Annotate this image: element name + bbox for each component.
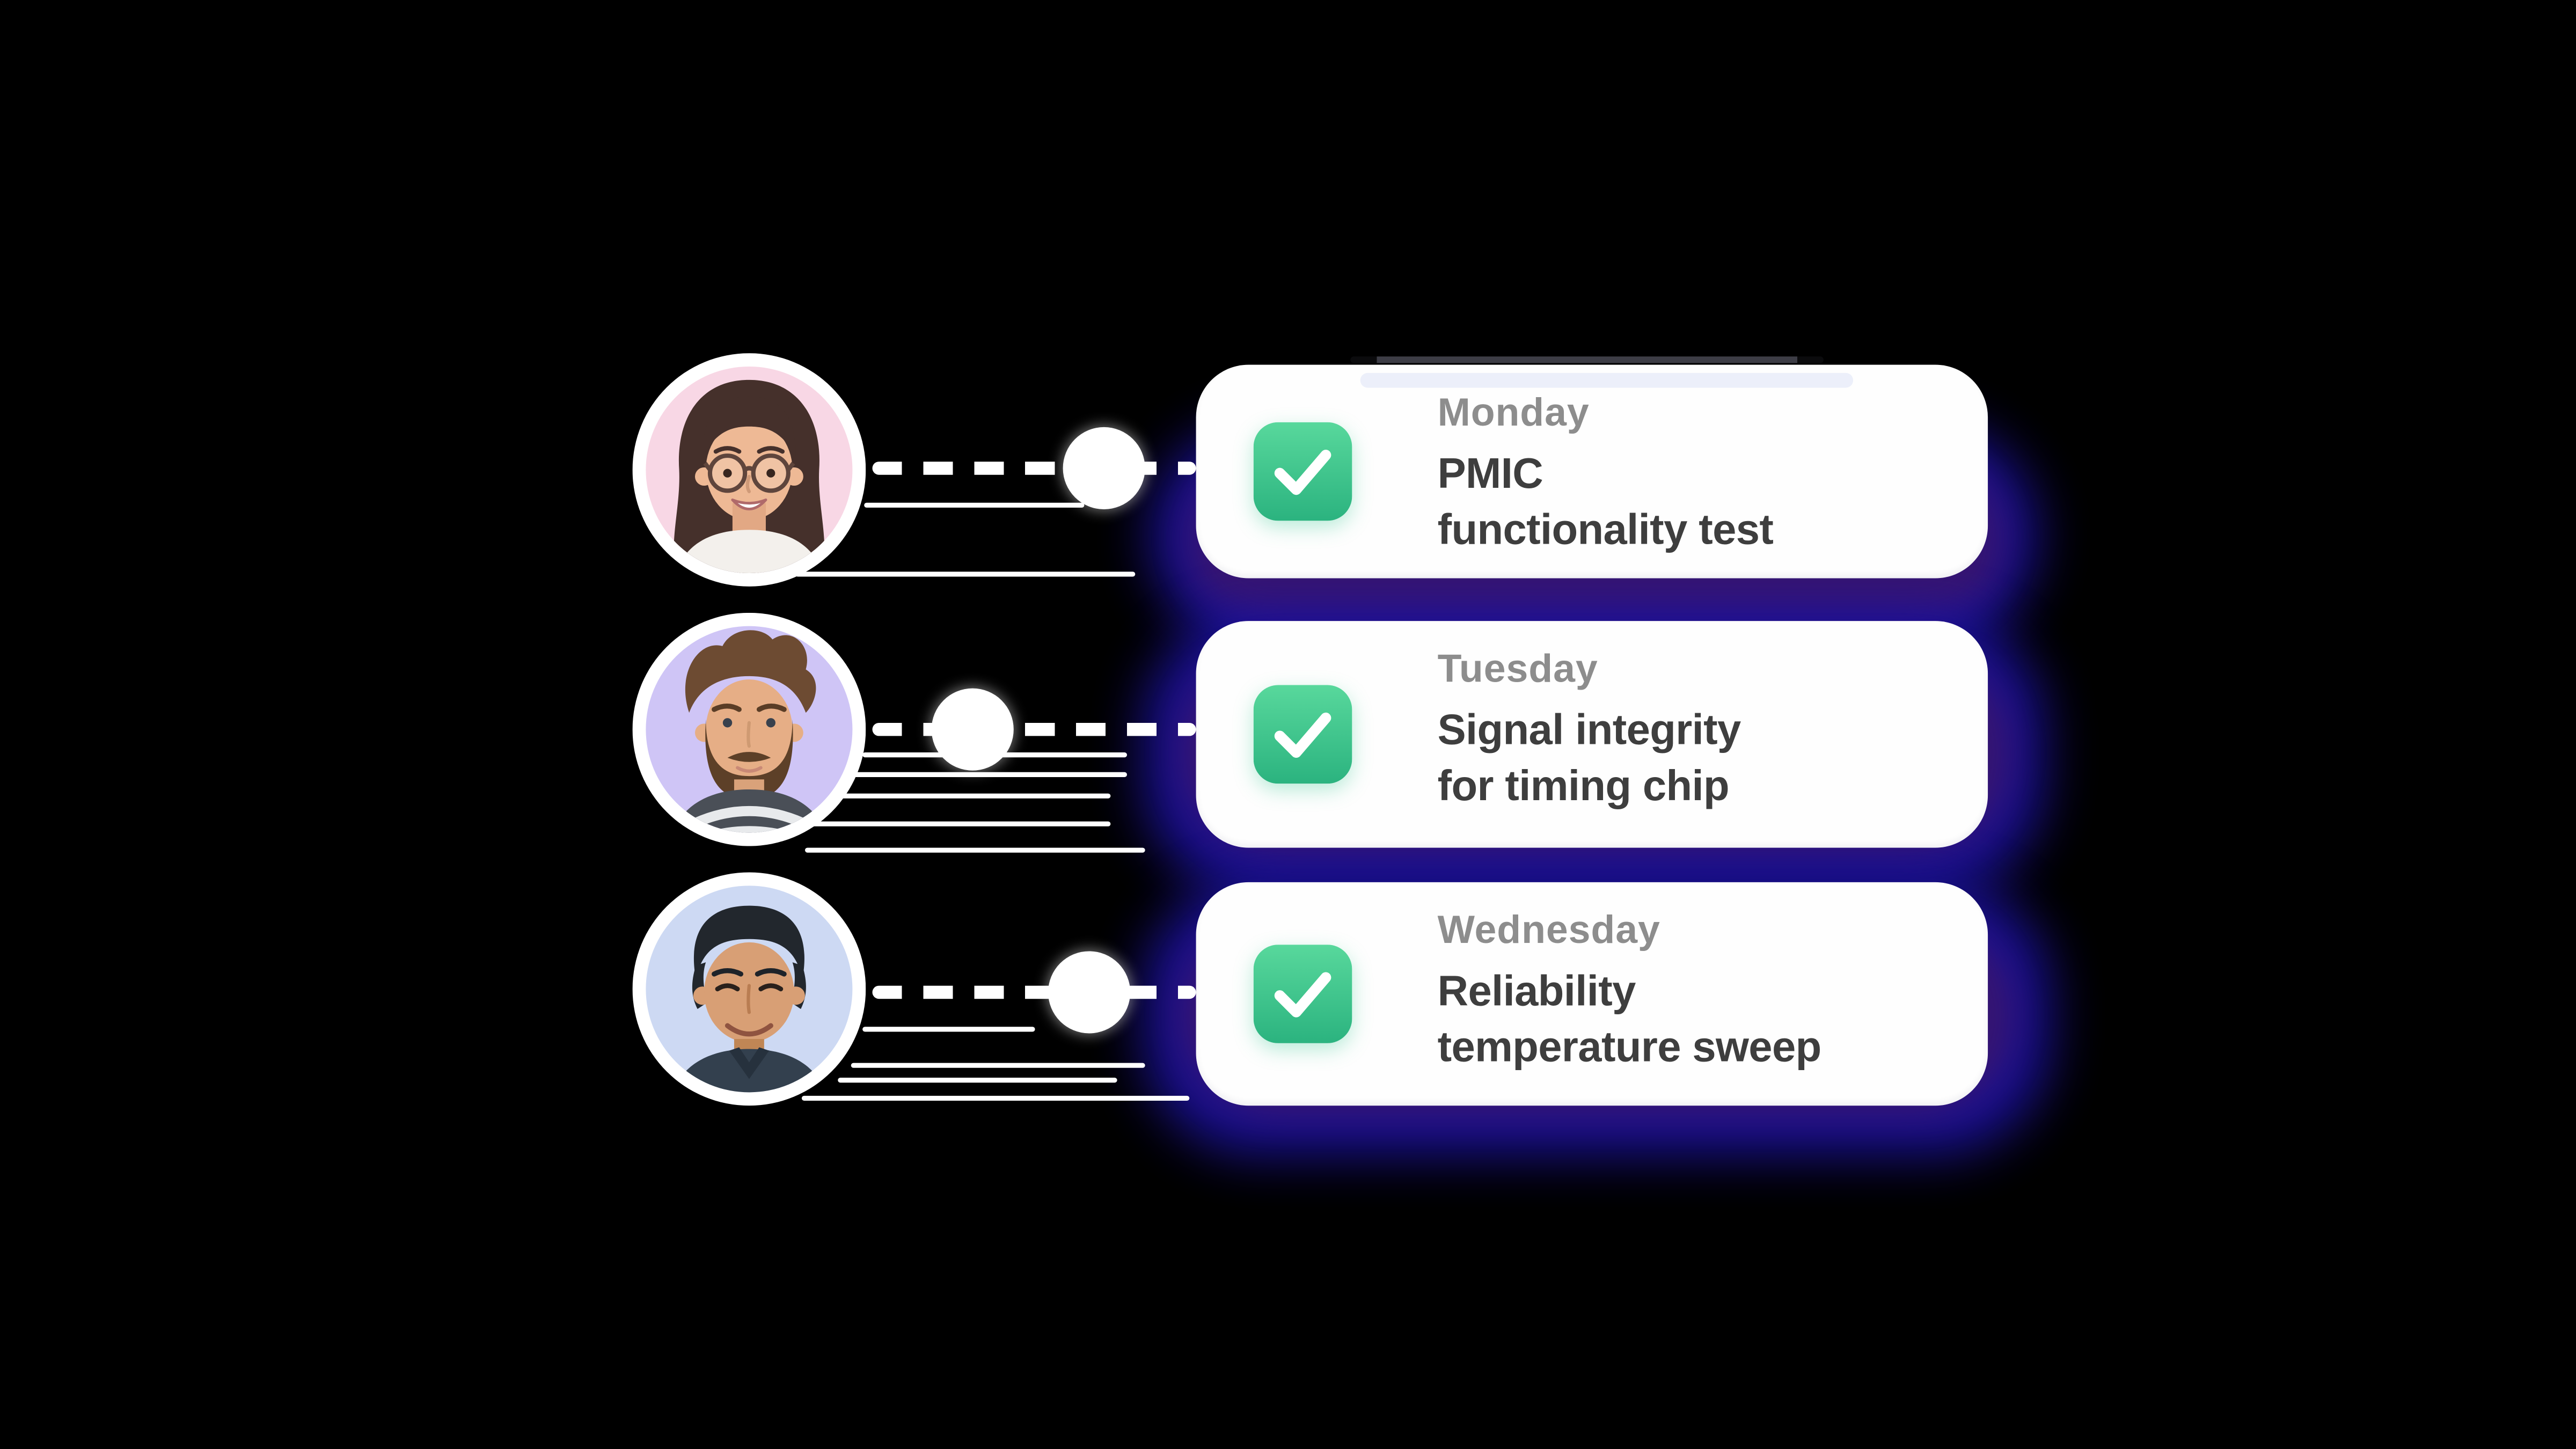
woman-glasses-avatar [632, 353, 866, 587]
avatar-monday [632, 353, 866, 587]
connector-dot [1063, 427, 1145, 509]
streak-line [795, 772, 1127, 777]
streak-line [805, 847, 1145, 853]
schedule-row-wednesday: Wednesday Reliability temperature sweep [0, 872, 2576, 1168]
streak-line [838, 1078, 1117, 1082]
card-text-block: Monday PMIC functionality test [1438, 390, 1774, 557]
task-card-monday[interactable]: Monday PMIC functionality test [1196, 364, 1988, 579]
avatar-tuesday [632, 612, 866, 846]
connector-dashes [872, 722, 1196, 736]
card-text-block: Wednesday Reliability temperature sweep [1437, 907, 1822, 1074]
task-line-2: temperature sweep [1437, 1022, 1822, 1071]
connector-dot [1048, 951, 1131, 1034]
man-darkhair-avatar [632, 872, 866, 1106]
task-card-wednesday[interactable]: Wednesday Reliability temperature sweep [1196, 882, 1988, 1106]
check-icon[interactable] [1253, 945, 1352, 1043]
card-top-edge-artifact [1350, 356, 1824, 363]
day-label: Tuesday [1437, 647, 1598, 692]
task-line-2: functionality test [1437, 504, 1774, 554]
task-line-1: PMIC [1437, 448, 1543, 498]
task-line-1: Reliability [1437, 966, 1636, 1015]
connector-dot [931, 688, 1014, 771]
task-line-1: Signal integrity [1437, 705, 1741, 755]
card-text-block: Tuesday Signal integrity for timing chip [1438, 646, 1741, 813]
streak-line [795, 572, 1136, 577]
man-beard-avatar [632, 612, 866, 846]
streak-line [795, 793, 1111, 798]
check-icon[interactable] [1253, 422, 1352, 521]
schedule-row-monday: Monday PMIC functionality test [0, 353, 2576, 649]
task-line-2: for timing chip [1437, 760, 1730, 810]
streak-line [795, 821, 1111, 826]
streak-line [864, 502, 1085, 507]
streak-line [801, 1095, 1190, 1102]
day-label: Monday [1437, 391, 1590, 436]
streak-line [851, 1063, 1145, 1067]
avatar-wednesday [632, 872, 866, 1106]
schedule-row-tuesday: Tuesday Signal integrity for timing chip [0, 612, 2576, 909]
connector-dashes [872, 462, 1196, 475]
card-highlight-band [1360, 372, 1854, 388]
check-icon[interactable] [1253, 685, 1352, 784]
streak-line [862, 1027, 1035, 1031]
task-card-tuesday[interactable]: Tuesday Signal integrity for timing chip [1196, 621, 1988, 848]
day-label: Wednesday [1437, 908, 1660, 953]
connector-dashes [872, 985, 1196, 999]
